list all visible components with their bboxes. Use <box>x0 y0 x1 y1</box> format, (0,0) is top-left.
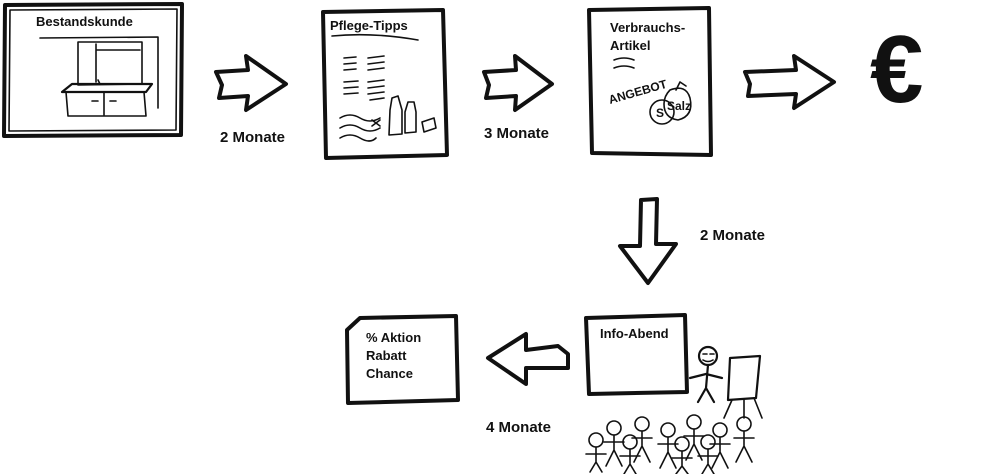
edge-label-4: 4 Monate <box>486 419 551 436</box>
node-aktion-line2: Rabatt <box>366 348 407 363</box>
edge-label-3: 2 Monate <box>700 227 765 244</box>
bathroom-vanity-icon <box>39 36 159 117</box>
node-bestandskunde: Bestandskunde <box>2 2 184 138</box>
node-aktion-line1: % Aktion <box>366 330 421 345</box>
small-bag-label: S <box>656 106 664 120</box>
node-pflege-title: Pflege-Tipps <box>330 18 408 33</box>
cleaning-bottles-icon <box>371 95 437 136</box>
node-info-abend: Info-Abend <box>584 313 763 474</box>
flipchart-icon <box>723 354 763 419</box>
node-bestandskunde-title: Bestandskunde <box>36 14 133 29</box>
node-verbrauch-title-1: Verbrauchs- <box>610 20 685 35</box>
salt-bags-icon: S Salz <box>649 81 692 125</box>
tips-scribble-icon <box>339 55 385 142</box>
node-pflege-tipps: Pflege-Tipps <box>321 8 449 160</box>
arrow-down <box>618 197 678 285</box>
edge-label-1: 2 Monate <box>220 129 285 146</box>
node-info-title: Info-Abend <box>600 326 669 341</box>
large-bag-label: Salz <box>667 99 691 113</box>
node-verbrauchsartikel: Verbrauchs- Artikel ANGEBOT S Salz <box>587 6 713 157</box>
arrow-1 <box>214 54 288 112</box>
node-aktion-line3: Chance <box>366 366 413 381</box>
node-aktion: % Aktion Rabatt Chance <box>345 314 460 405</box>
presenter-icon <box>688 345 724 404</box>
arrow-3 <box>743 54 836 110</box>
euro-icon: € <box>870 16 923 123</box>
edge-label-2: 3 Monate <box>484 125 549 142</box>
arrow-2 <box>482 54 554 112</box>
offer-label: ANGEBOT <box>607 77 669 107</box>
audience-icon <box>585 414 755 474</box>
node-verbrauch-title-2: Artikel <box>610 38 650 53</box>
arrow-left <box>486 332 570 386</box>
euro-symbol: € <box>870 16 923 123</box>
